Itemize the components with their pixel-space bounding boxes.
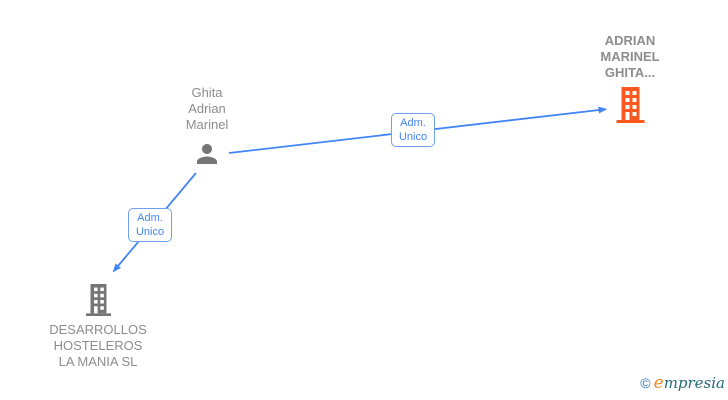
node-person[interactable]: Ghita Adrian Marinel bbox=[177, 85, 237, 169]
node-company-sub[interactable]: DESARROLLOS HOSTELEROS LA MANIA SL bbox=[46, 284, 150, 370]
empresia-logo[interactable]: ©empresia bbox=[640, 373, 725, 393]
person-icon bbox=[192, 139, 222, 169]
building-icon bbox=[85, 284, 112, 316]
brand-initial: e bbox=[653, 373, 664, 393]
edge-label-adm-unico: Adm. Unico bbox=[391, 113, 435, 147]
person-name-label: Ghita Adrian Marinel bbox=[185, 85, 229, 132]
node-company-main[interactable]: ADRIAN MARINEL GHITA... bbox=[586, 33, 674, 123]
company-sub-name-label: DESARROLLOS HOSTELEROS LA MANIA SL bbox=[49, 322, 147, 369]
building-icon bbox=[615, 87, 646, 123]
brand-rest: mpresia bbox=[663, 374, 725, 392]
copyright-icon: © bbox=[640, 375, 651, 391]
edge-label-adm-unico: Adm. Unico bbox=[128, 208, 172, 242]
company-main-name-label: ADRIAN MARINEL GHITA... bbox=[600, 33, 660, 80]
